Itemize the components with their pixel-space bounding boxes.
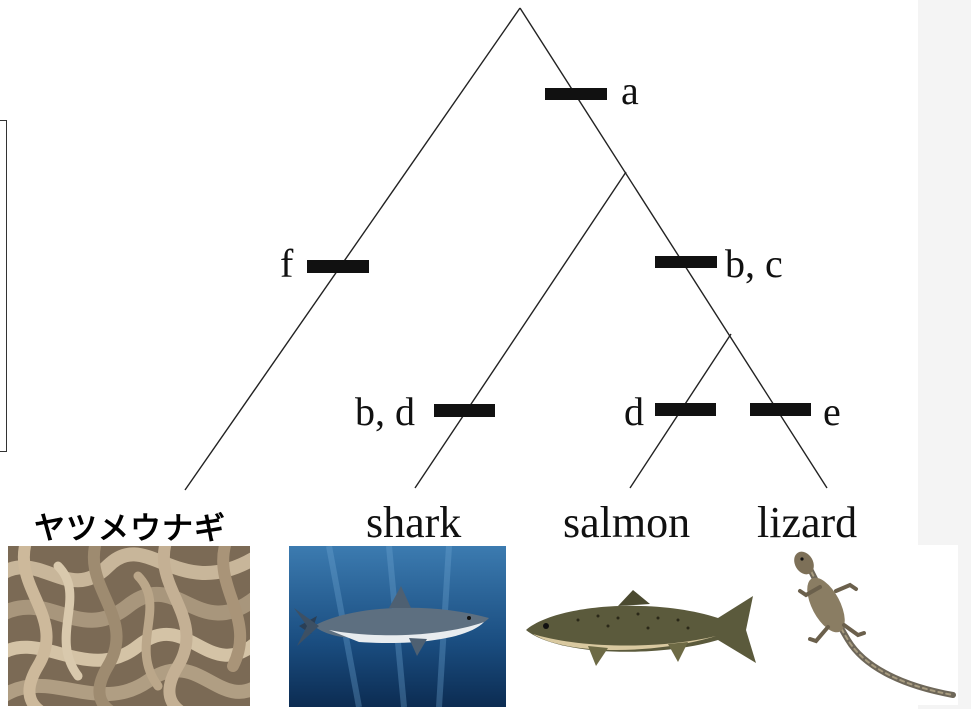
character-bar-bc [655, 256, 717, 268]
character-label-bc: b, c [725, 241, 783, 286]
character-label-d: d [624, 389, 644, 434]
character-label-bd: b, d [355, 389, 415, 434]
salmon-image [518, 578, 758, 673]
taxon-label-salmon: salmon [563, 498, 690, 547]
left-frame-edge [0, 120, 7, 452]
shark-image [289, 546, 506, 707]
character-bar-f [307, 260, 369, 273]
character-bar-a [545, 88, 607, 100]
lamprey-image [8, 546, 250, 706]
taxon-label-lamprey: ヤツメウナギ [34, 511, 226, 547]
character-bar-bd [434, 404, 495, 417]
character-bar-d [655, 403, 716, 416]
taxon-label-shark: shark [366, 498, 461, 547]
character-label-a: a [621, 68, 639, 113]
branch-root-to-lamprey [184, 7, 521, 491]
taxon-label-lizard: lizard [757, 498, 857, 547]
lizard-image [778, 545, 958, 705]
character-bar-e [750, 403, 811, 416]
branch-node1-to-shark [414, 171, 627, 489]
character-label-f: f [280, 241, 294, 286]
character-label-e: e [823, 389, 841, 434]
